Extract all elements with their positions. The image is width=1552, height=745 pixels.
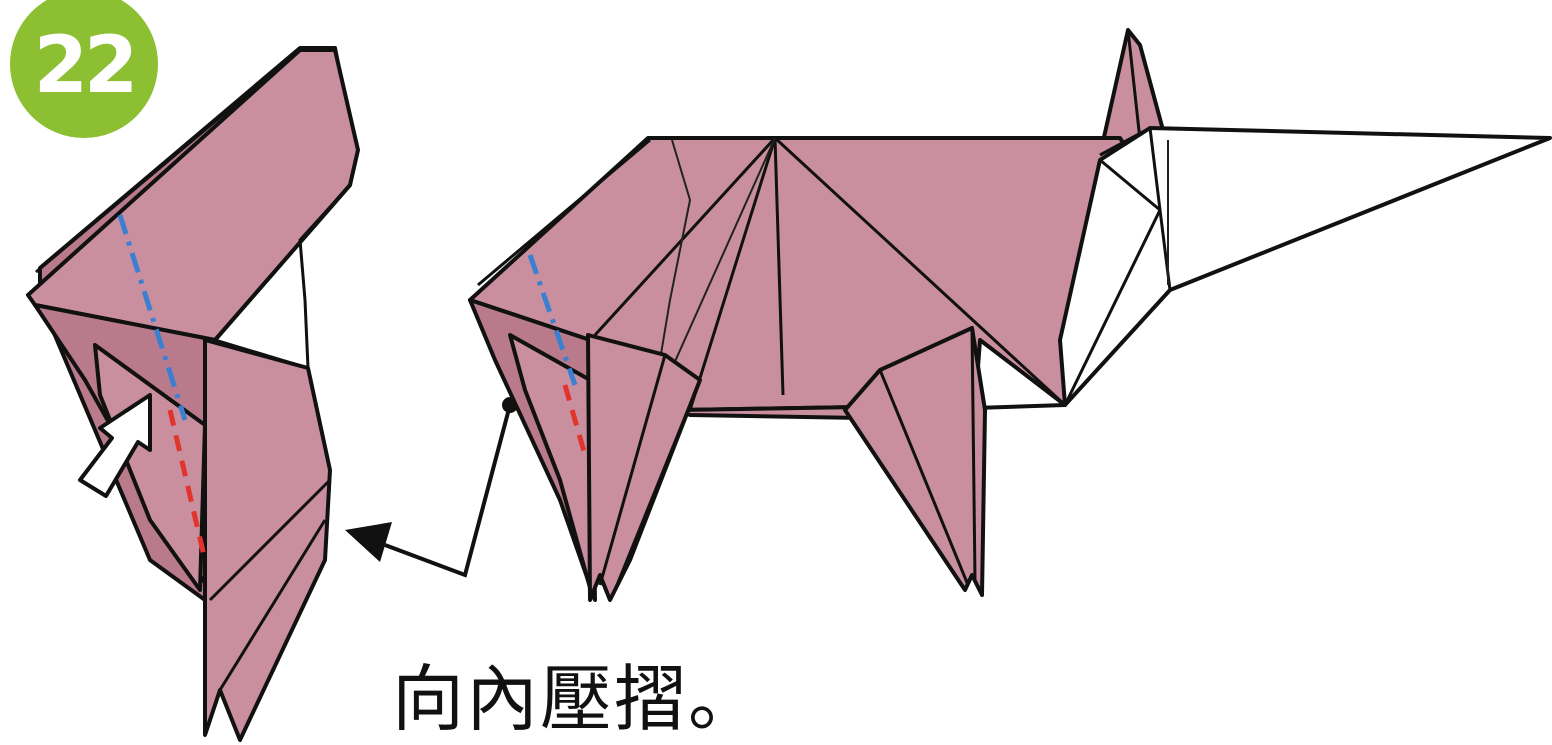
pointer-arrow xyxy=(345,397,518,578)
cow-valley-fold xyxy=(562,384,588,456)
step-badge: 22 xyxy=(10,0,158,138)
step-number: 22 xyxy=(34,21,135,111)
cow-mountain-fold xyxy=(527,254,578,386)
cow-front-leg xyxy=(843,326,987,597)
detail-mountain-fold xyxy=(117,214,188,421)
step-badge-circle xyxy=(10,0,158,138)
detail-closeup xyxy=(26,46,360,742)
push-arrow xyxy=(78,393,152,498)
detail-leg-panel xyxy=(203,338,332,742)
cow-rear-leg xyxy=(586,333,702,602)
cow-model xyxy=(468,28,1552,602)
instruction-caption: 向內壓摺。 xyxy=(392,657,763,741)
